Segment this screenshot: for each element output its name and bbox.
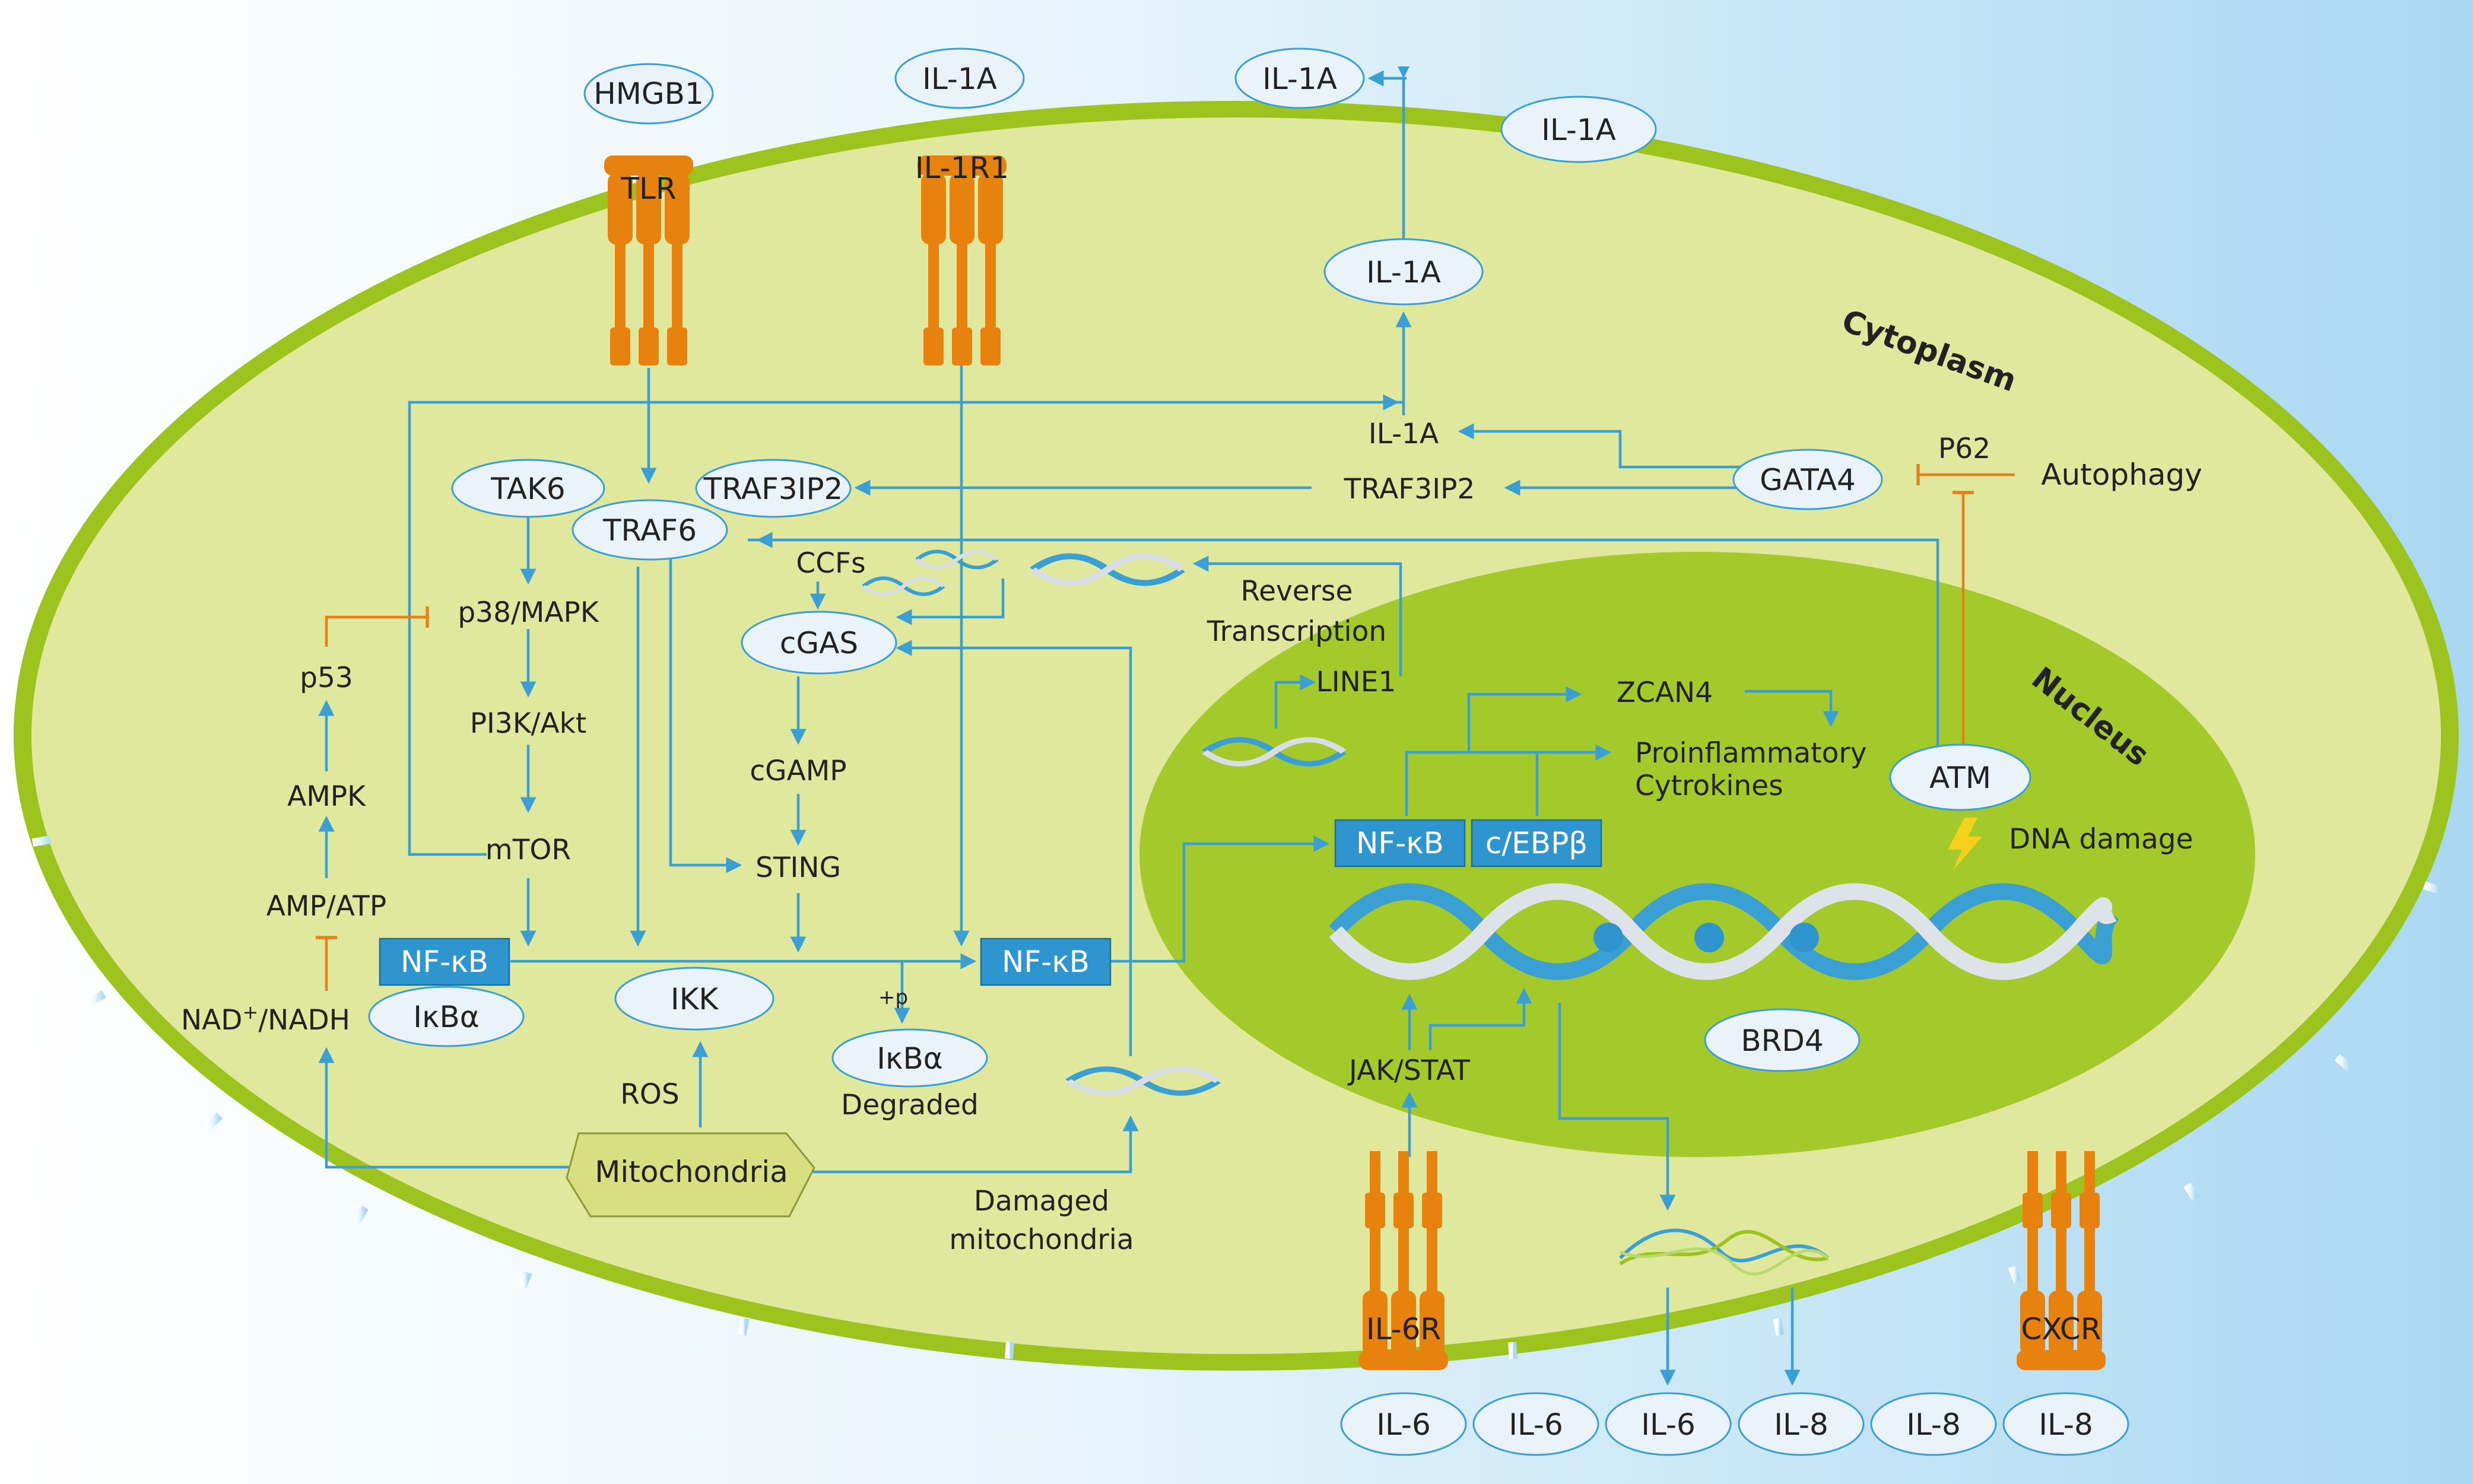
damaged-label-1: Damaged: [974, 1185, 1109, 1218]
mitochondria-label: Mitochondria: [595, 1155, 788, 1189]
il6-1-label: IL-6: [1376, 1407, 1431, 1442]
nfkb-nucleus-label: NF-κB: [1356, 826, 1444, 860]
p62-label: P62: [1938, 433, 1991, 465]
dna-damage-label: DNA damage: [2009, 823, 2193, 856]
reverse-label-2: Transcription: [1207, 615, 1386, 648]
il1a-released-label: IL-1A: [1262, 62, 1337, 96]
tak6-label: TAK6: [490, 472, 565, 506]
nad-suffix: /NADH: [258, 1004, 350, 1037]
ikba-left-node: IκBα: [368, 986, 525, 1047]
line1-label: LINE1: [1316, 666, 1396, 698]
p53-label: p53: [300, 662, 353, 694]
cxcr-label: CXCR: [2021, 1312, 2101, 1346]
reverse-label-1: Reverse: [1241, 575, 1353, 608]
il1a-membrane-node: IL-1A: [1500, 96, 1657, 163]
il6r-label: IL-6R: [1366, 1312, 1441, 1346]
pi3k-label: PI3K/Akt: [470, 707, 587, 740]
gata4-label: GATA4: [1760, 463, 1856, 497]
tlr-receptor: TLR: [604, 155, 693, 366]
ccfs-label: CCFs: [796, 547, 865, 580]
nfkb-left-box: NF-κB: [379, 938, 510, 986]
hmgb1-label: HMGB1: [593, 77, 704, 111]
il1a-vesicle-label: IL-1A: [1366, 255, 1441, 290]
traf3ip2-node: TRAF3IP2: [695, 459, 852, 518]
arrow-layer: [316, 66, 2015, 1386]
nfkb-left-label: NF-κB: [401, 945, 488, 979]
traf3ip2-node-label: TRAF3IP2: [703, 472, 843, 506]
ampk-label: AMPK: [287, 780, 366, 813]
cgas-node: cGAS: [741, 611, 897, 675]
nfkb-nucleus-box: NF-κB: [1334, 819, 1466, 867]
ikk-node: IKK: [614, 967, 774, 1031]
mrna-waves: [1618, 1228, 1829, 1276]
cebpb-box: c/EBPβ: [1471, 819, 1602, 867]
il1r1-label: IL-1R1: [915, 151, 1009, 185]
mtor-label: mTOR: [485, 834, 571, 866]
text-labels: IL-1A TRAF3IP2 P62 Autophagy CCFs Revers…: [181, 418, 2202, 1256]
il6r-receptor: IL-6R: [1359, 1151, 1448, 1370]
il6-node-3: IL-6: [1605, 1392, 1732, 1456]
tlr-label: TLR: [620, 171, 676, 206]
tak6-node: TAK6: [451, 459, 605, 518]
il1a-ligand-node: IL-1A: [894, 47, 1025, 109]
brd4-node: BRD4: [1704, 1008, 1861, 1072]
ikba-left-label: IκBα: [413, 1000, 479, 1034]
hmgb1-node: HMGB1: [583, 63, 714, 125]
degraded-label: Degraded: [841, 1089, 979, 1121]
il8-node-3: IL-8: [2002, 1392, 2129, 1456]
zcan4-label: ZCAN4: [1617, 676, 1713, 709]
damaged-label-2: mitochondria: [949, 1224, 1134, 1256]
il8-3-label: IL-8: [2039, 1407, 2093, 1442]
ikba-degraded-node: IκBα: [831, 1028, 988, 1088]
atm-node: ATM: [1889, 743, 2031, 811]
cgamp-label: cGAMP: [750, 755, 846, 787]
traf6-label: TRAF6: [602, 513, 697, 548]
mitochondria-shape: [566, 1132, 815, 1218]
lightning-icon: [1948, 818, 1982, 871]
il8-node-2: IL-8: [1870, 1392, 1997, 1456]
il1a-vesicle-node: IL-1A: [1323, 238, 1484, 306]
genomic-dna-helix: [1329, 883, 2119, 980]
proinflam-label-1: Proinflammatory: [1635, 737, 1867, 770]
il8-1-label: IL-8: [1774, 1407, 1828, 1442]
il1a-released-node: IL-1A: [1234, 47, 1365, 109]
il1r1-receptor: IL-1R1: [915, 151, 1009, 366]
nad-label: NAD+/NADH: [181, 1001, 350, 1037]
cgas-label: cGAS: [780, 626, 858, 660]
brd4-label: BRD4: [1741, 1024, 1823, 1058]
il6-3-label: IL-6: [1641, 1407, 1696, 1442]
jakstat-label: JAK/STAT: [1347, 1054, 1470, 1087]
il1a-text: IL-1A: [1369, 418, 1439, 450]
il1a-ligand-label: IL-1A: [922, 62, 997, 96]
il6-node-2: IL-6: [1472, 1392, 1599, 1456]
traf6-node: TRAF6: [572, 499, 728, 561]
il6-node-1: IL-6: [1340, 1392, 1467, 1456]
membrane-gaps: [18, 643, 2441, 1359]
sting-label: STING: [755, 851, 841, 884]
ampatp-label: AMP/ATP: [266, 890, 386, 923]
nfkb-mid-label: NF-κB: [1002, 945, 1090, 979]
il8-2-label: IL-8: [1906, 1407, 1961, 1442]
il8-node-1: IL-8: [1738, 1392, 1865, 1456]
plus-p-label: +p: [878, 986, 908, 1009]
ros-label: ROS: [620, 1078, 680, 1111]
il6-2-label: IL-6: [1509, 1407, 1563, 1442]
traf3ip2-text: TRAF3IP2: [1344, 473, 1475, 506]
gata4-node: GATA4: [1732, 449, 1883, 510]
atm-label: ATM: [1929, 761, 1991, 795]
nucleus-area: [1139, 552, 2255, 1157]
autophagy-label: Autophagy: [2041, 457, 2202, 492]
ikba-degraded-label: IκBα: [877, 1041, 942, 1076]
il1a-membrane-label: IL-1A: [1541, 113, 1616, 147]
proinflam-label-2: Cytrokines: [1635, 770, 1783, 802]
p38-label: p38/MAPK: [458, 596, 599, 629]
ikk-label: IKK: [671, 982, 719, 1016]
cebpb-label: c/EBPβ: [1485, 826, 1588, 860]
nfkb-mid-box: NF-κB: [980, 938, 1112, 986]
nad-prefix: NAD: [181, 1004, 243, 1037]
nad-superscript: +: [243, 1001, 259, 1024]
cxcr-receptor: CXCR: [2017, 1151, 2106, 1370]
